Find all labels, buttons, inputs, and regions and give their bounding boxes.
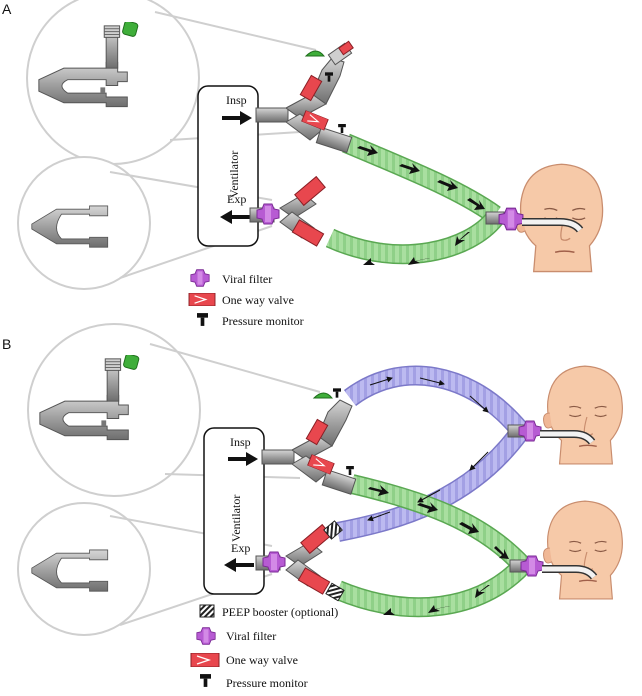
y-connector-insp-b [261, 388, 357, 495]
ventilator-box-b: Ventilator Insp Exp [203, 427, 265, 595]
arrow-right-icon [228, 452, 258, 466]
arrow-left-icon [220, 210, 250, 224]
zoom-circle-insp-b [27, 323, 201, 497]
ventilator-label: Ventilator [229, 495, 243, 542]
legend-pressure-monitor: Pressure monitor [226, 676, 308, 690]
thin-arrows-b [367, 376, 489, 522]
patient-head-a [485, 163, 604, 273]
legend-one-way-valve: One way valve [222, 293, 294, 307]
panel-b-letter: B [2, 336, 11, 352]
flow-arrows-b [368, 485, 509, 615]
one-way-valve-icon [294, 175, 326, 207]
legend-a: Viral filter One way valve Pressure moni… [188, 269, 304, 328]
legend-one-way-valve: One way valve [226, 653, 298, 667]
one-way-valve-icon [297, 567, 331, 595]
insp-label: Insp [226, 93, 247, 107]
legend-viral-filter: Viral filter [226, 629, 276, 643]
pressure-monitor-icon [197, 313, 208, 326]
peep-booster-icon [325, 582, 345, 602]
peep-booster-icon [199, 604, 215, 618]
arrow-left-icon [224, 558, 254, 572]
pressure-monitor-icon [346, 466, 354, 475]
y-connector-insp-a [255, 40, 354, 154]
panel-a-letter: A [2, 1, 12, 17]
y-connector-exp-b [255, 520, 345, 602]
insp-label: Insp [230, 435, 251, 449]
y-connector-exp-a [249, 175, 326, 247]
ventilator-box-a: Ventilator Insp Exp [197, 85, 259, 247]
patient-head-b-upper [507, 365, 624, 465]
zoom-guide [154, 11, 317, 51]
exp-label: Exp [231, 541, 250, 555]
zoom-guide [149, 343, 321, 393]
one-way-valve-icon [291, 219, 325, 247]
one-way-valve-icon [190, 653, 220, 667]
peep-booster-icon [323, 520, 343, 540]
cap-icon [312, 392, 334, 399]
pressure-monitor-icon [333, 388, 341, 398]
pressure-monitor-icon [200, 674, 211, 687]
flow-arrows-a [357, 145, 485, 265]
legend-pressure-monitor: Pressure monitor [222, 314, 304, 328]
legend-viral-filter: Viral filter [222, 272, 272, 286]
arrow-right-icon [222, 111, 252, 125]
viral-filter-icon [196, 627, 216, 645]
pressure-monitor-icon [338, 124, 346, 133]
exp-label: Exp [227, 192, 246, 206]
legend-b: PEEP booster (optional) Viral filter One… [190, 604, 338, 690]
ventilator-label: Ventilator [227, 151, 241, 198]
cap-icon [304, 50, 326, 57]
viral-filter-icon [190, 269, 210, 287]
legend-peep-booster: PEEP booster (optional) [222, 605, 338, 619]
zoom-circle-exp-b [17, 502, 151, 636]
one-way-valve-icon [299, 74, 323, 102]
one-way-valve-icon [188, 293, 216, 306]
patient-head-b-lower [509, 500, 624, 600]
one-way-valve-icon [305, 418, 329, 446]
zoom-circle-exp-a [17, 156, 151, 290]
